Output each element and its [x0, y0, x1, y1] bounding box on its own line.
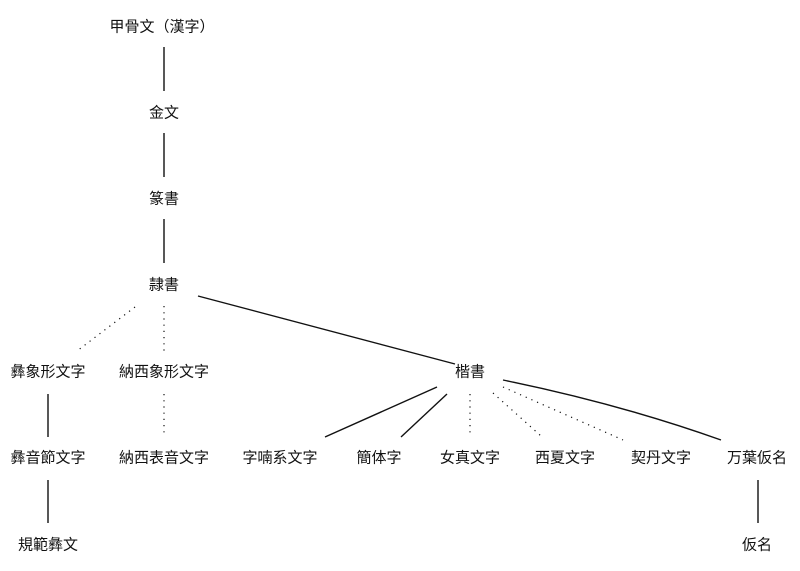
node-tangut: 西夏文字: [535, 449, 595, 467]
node-yi-pictographic: 彝象形文字: [10, 363, 85, 381]
node-standard-yi: 規範彝文: [18, 536, 78, 554]
node-oracle-bone: 甲骨文（漢字）: [109, 18, 214, 36]
node-clerical: 隷書: [149, 276, 179, 294]
edge-regular-khitan: [502, 386, 624, 441]
node-regular: 楷書: [455, 363, 485, 381]
node-chu-nom: 字喃系文字: [242, 449, 317, 467]
node-naxi-pictographic: 納西象形文字: [119, 363, 209, 381]
node-kana: 仮名: [742, 536, 772, 554]
edge-clerical-yi-pictographic: [76, 306, 136, 352]
node-yi-syllabic: 彝音節文字: [10, 449, 85, 467]
nodes: 甲骨文（漢字） 金文 篆書 隷書 彝象形文字 納西象形文字 楷書 彝音節文字 納…: [10, 18, 787, 554]
node-bronze: 金文: [149, 104, 179, 122]
node-simplified: 簡体字: [356, 449, 401, 467]
edge-regular-manyogana: [502, 379, 722, 441]
edge-clerical-regular: [197, 295, 456, 365]
edge-regular-tangut: [492, 392, 542, 437]
node-manyogana: 万葉仮名: [727, 449, 787, 467]
node-khitan: 契丹文字: [631, 449, 691, 467]
edge-regular-chu-nom: [324, 386, 438, 438]
node-seal: 篆書: [149, 190, 179, 208]
node-naxi-phonetic: 納西表音文字: [119, 449, 209, 467]
edge-regular-simplified: [400, 393, 448, 438]
edges: [47, 47, 759, 523]
node-jurchen: 女真文字: [440, 449, 500, 467]
